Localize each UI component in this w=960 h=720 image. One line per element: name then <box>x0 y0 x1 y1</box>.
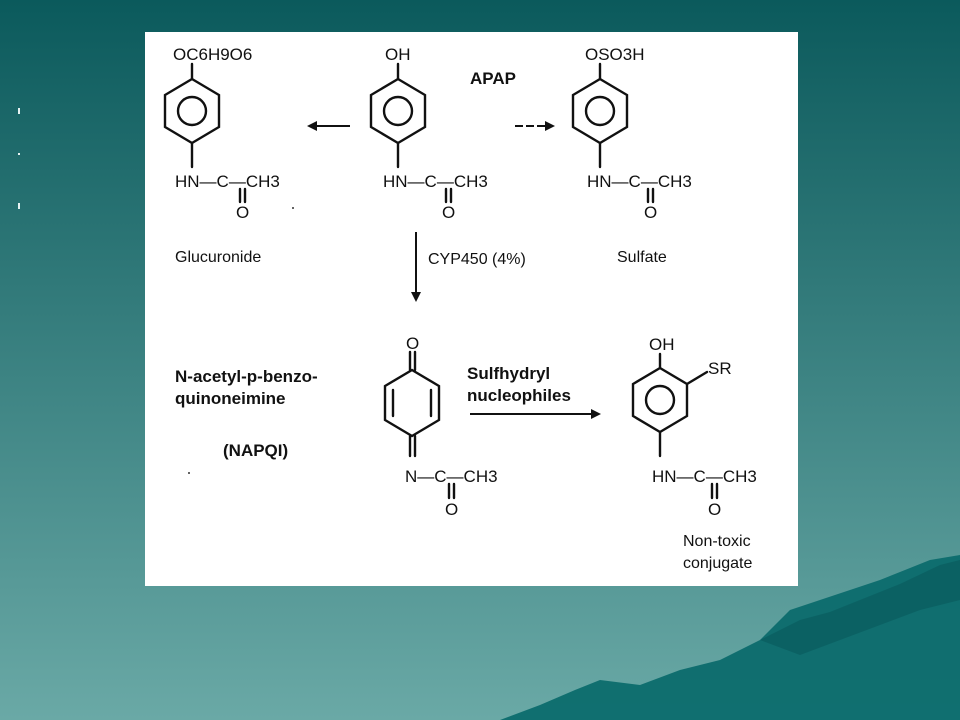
conjugate-side-chain: HN—C—CH3 <box>652 467 757 486</box>
arrow-to-napqi <box>411 232 421 302</box>
conjugate-label-line2: conjugate <box>683 555 752 572</box>
conjugate-oh: OH <box>649 335 675 354</box>
apap-substituent: OH <box>385 45 411 64</box>
conjugate-carbonyl-o: O <box>708 500 721 519</box>
bullet-mark <box>18 108 20 114</box>
metabolism-diagram: OC6H9O6 HN—C—CH3 O Glucuronide OH APAP H… <box>145 32 798 586</box>
arrow-to-sulfate <box>515 121 555 131</box>
glucuronide-label: Glucuronide <box>175 249 261 266</box>
apap-structure <box>369 62 453 204</box>
arrow-to-conjugate <box>470 409 601 419</box>
napqi-name-line2: quinoneimine <box>175 389 286 408</box>
napqi-carbonyl-o: O <box>445 500 458 519</box>
conjugate-structure <box>631 352 719 500</box>
apap-label: APAP <box>470 69 516 88</box>
sulfate-carbonyl-o: O <box>644 203 657 222</box>
napqi-top-o: O <box>406 334 419 353</box>
glucuronide-substituent: OC6H9O6 <box>173 45 252 64</box>
reagent-line1: Sulfhydryl <box>467 364 550 383</box>
napqi-side-chain: N—C—CH3 <box>405 467 498 486</box>
reagent-line2: nucleophiles <box>467 386 571 405</box>
bullet-mark <box>18 153 20 155</box>
napqi-name-line1: N-acetyl-p-benzo- <box>175 367 318 386</box>
arrow-to-glucuronide <box>307 121 350 131</box>
cyp450-pathway-label: CYP450 (4%) <box>428 251 526 268</box>
sulfate-structure <box>571 62 655 204</box>
glucuronide-side-chain: HN—C—CH3 <box>175 172 280 191</box>
mountain-decoration <box>500 555 960 720</box>
apap-carbonyl-o: O <box>442 203 455 222</box>
conjugate-label-line1: Non-toxic <box>683 533 751 550</box>
napqi-structure <box>383 350 456 500</box>
glucuronide-carbonyl-o: O <box>236 203 249 222</box>
conjugate-sr: SR <box>708 359 732 378</box>
glucuronide-structure <box>163 62 247 204</box>
sulfate-label: Sulfate <box>617 249 667 266</box>
bullet-mark <box>18 203 20 209</box>
napqi-abbrev: (NAPQI) <box>223 441 288 460</box>
sulfate-side-chain: HN—C—CH3 <box>587 172 692 191</box>
apap-side-chain: HN—C—CH3 <box>383 172 488 191</box>
sulfate-substituent: OSO3H <box>585 45 645 64</box>
